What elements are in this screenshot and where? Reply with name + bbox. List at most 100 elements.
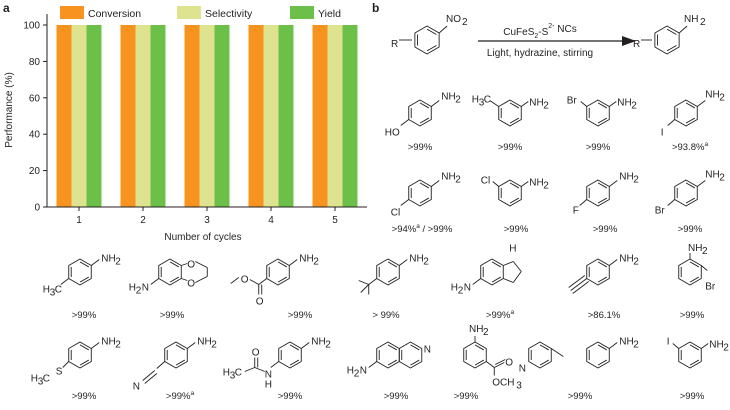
nh2-label: NH [299, 254, 313, 265]
yield-label: >99% [680, 310, 705, 321]
reagent-part: 2 [534, 33, 538, 40]
x-axis-label: Number of cycles [164, 232, 241, 243]
yield-footnote: a [510, 309, 514, 316]
nh2-subscript: 2 [633, 257, 639, 268]
yield-label: >99% [288, 310, 313, 321]
yield-label: >94%a / >99% [392, 223, 453, 235]
x-tick-label: 5 [332, 215, 338, 226]
yield-label: >99% [408, 142, 433, 153]
atom-label: OCH [492, 378, 514, 389]
yield-footnote: a [416, 223, 420, 230]
bar-group [56, 25, 358, 207]
x-tick-label: 1 [76, 215, 82, 226]
nh2-subscript: 2 [633, 175, 639, 186]
bond-line [438, 25, 448, 34]
sulfur-label: S [56, 367, 63, 378]
bond-line [254, 367, 265, 372]
bond-line [358, 280, 369, 285]
benzene-ring [278, 341, 302, 369]
bond-line [430, 180, 440, 187]
bar-selectivity [135, 25, 151, 207]
bromo-label: Br [705, 282, 716, 293]
bond-line [494, 362, 505, 368]
ring-double-bond [491, 276, 502, 283]
nh2-label: NH [617, 98, 631, 109]
benzene-ring [586, 341, 610, 369]
y-axis-label: Performance (%) [4, 72, 15, 148]
yield-label: >99% [678, 224, 703, 235]
bond-line [503, 261, 514, 266]
atom-subscript: 3 [50, 288, 56, 299]
ring-double-bond [689, 359, 700, 366]
ring-double-bond [689, 261, 700, 268]
ring-double-bond [277, 276, 288, 283]
nh2-label: NH [688, 243, 702, 254]
ring-double-bond [509, 182, 520, 189]
yield-label: >99% [680, 391, 705, 402]
bond-line [570, 278, 588, 291]
ring-double-bond [597, 102, 608, 109]
ring-double-bond [289, 359, 300, 366]
yield-label: >99%a [486, 309, 515, 321]
r-label: R [633, 39, 640, 50]
benzene-ring [498, 179, 522, 207]
yield-value: >99% [504, 224, 529, 235]
ring-double-bond [491, 261, 502, 268]
yield-value: >99% [680, 391, 705, 402]
ring-double-bond [597, 359, 608, 366]
ring-double-bond [419, 117, 430, 124]
atom-subscript: 3 [479, 98, 485, 109]
yield-value: >99% [568, 391, 593, 402]
yield-value: >99% [498, 142, 523, 153]
yield-value: >99% [288, 310, 313, 321]
bond-line [300, 342, 310, 349]
ring-double-bond [387, 359, 398, 366]
ring-double-bond [685, 197, 696, 204]
x-tick-label: 3 [204, 215, 210, 226]
bond-line [244, 367, 255, 372]
atom-subscript: 2 [458, 286, 464, 297]
benzene-ring [376, 341, 400, 369]
atom-label: C [55, 285, 62, 296]
nh2-subscript: 2 [543, 181, 549, 192]
legend-label-yield: Yield [318, 8, 341, 20]
bond-line [696, 100, 706, 107]
ring-double-bond [410, 344, 420, 351]
legend-swatch-conversion [60, 6, 84, 19]
nitrogen-label: N [519, 364, 526, 375]
benzene-ring [68, 258, 92, 286]
ring-double-bond [539, 359, 550, 366]
bond-line [495, 359, 506, 365]
yield-label: >99% [72, 310, 97, 321]
bond-line [142, 370, 156, 381]
ring-double-bond [387, 276, 398, 283]
oxygen-label: O [505, 358, 513, 369]
yield-label: > 99% [372, 310, 400, 321]
yield-label: >99% [454, 391, 479, 402]
ring-double-bond [597, 197, 608, 204]
legend-label-selectivity: Selectivity [205, 8, 253, 20]
reagent-part: CuFeS [503, 27, 534, 38]
atom-label: H [223, 368, 230, 379]
bar-selectivity [199, 25, 215, 207]
bond-line [572, 281, 590, 294]
bond-line [398, 259, 408, 266]
bond-line [678, 25, 688, 34]
reaction-arrow-head [622, 36, 636, 46]
nh2-label: NH [529, 178, 543, 189]
r-label: R [391, 39, 398, 50]
bond-line [60, 278, 70, 285]
bond-line [700, 265, 708, 271]
bond-line [512, 261, 522, 272]
nh2-subscript: 2 [455, 175, 461, 186]
iodo-label: I [667, 337, 670, 348]
bar-selectivity [71, 25, 87, 207]
legend-swatch-selectivity [177, 6, 201, 19]
nitrogen-label: N [265, 370, 272, 381]
atom-label: C [43, 374, 50, 385]
oxygen-label: O [256, 297, 264, 308]
oxygen-label: O [241, 275, 249, 286]
bond-line [368, 361, 378, 368]
nh2-label: NH [709, 340, 723, 351]
benzene-ring [674, 179, 698, 207]
